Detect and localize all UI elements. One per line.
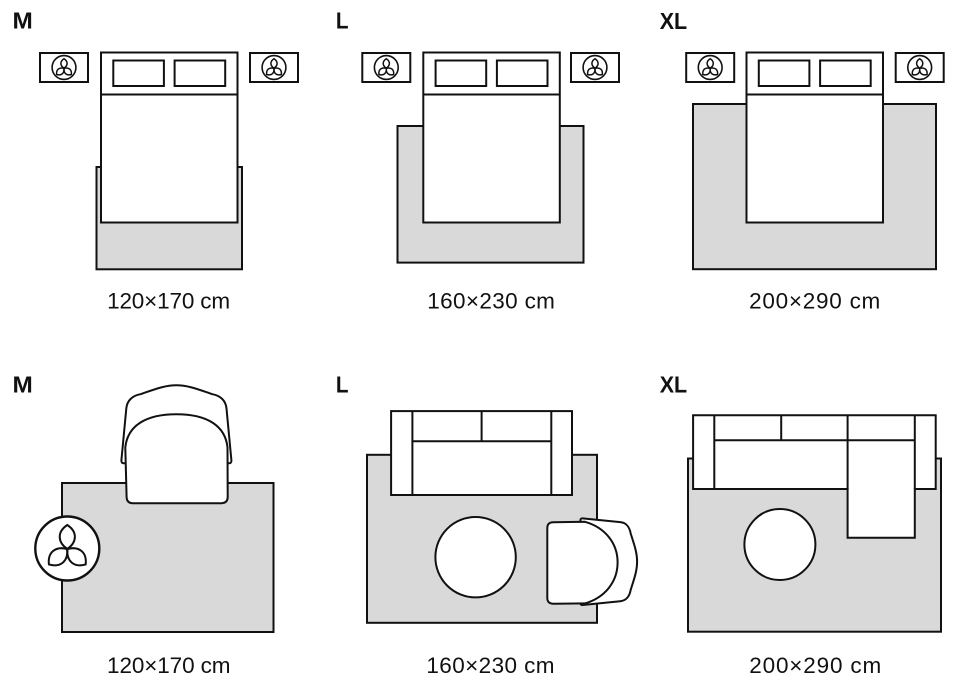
svg-text:XL: XL	[660, 372, 687, 398]
svg-text:120×170 cm: 120×170 cm	[107, 653, 230, 678]
svg-text:200×290 cm: 200×290 cm	[749, 653, 881, 678]
svg-text:160×230 cm: 160×230 cm	[426, 653, 554, 678]
svg-text:L: L	[336, 8, 349, 34]
svg-text:160×230 cm: 160×230 cm	[427, 288, 555, 313]
svg-text:M: M	[12, 8, 32, 34]
svg-text:XL: XL	[660, 8, 687, 34]
svg-text:M: M	[12, 371, 32, 397]
svg-text:L: L	[336, 371, 349, 397]
svg-text:200×290 cm: 200×290 cm	[749, 288, 880, 313]
svg-text:120×170 cm: 120×170 cm	[107, 288, 230, 313]
